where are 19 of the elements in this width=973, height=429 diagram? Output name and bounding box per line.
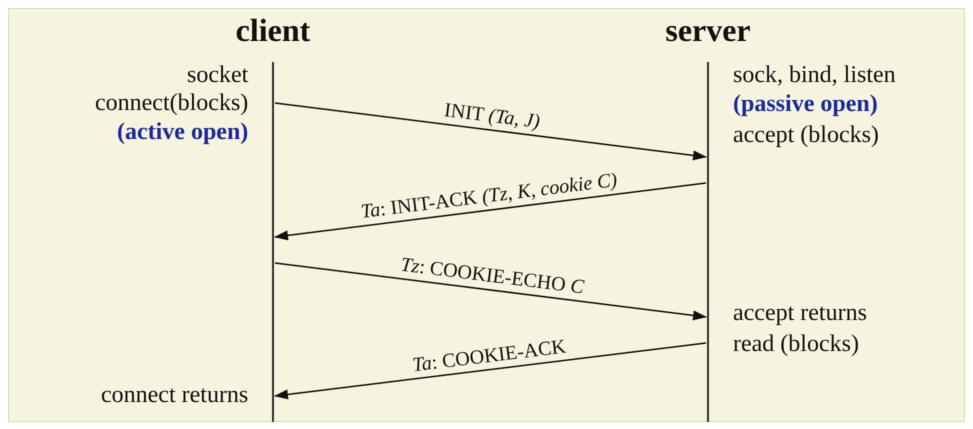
call-note: connect returns (101, 383, 248, 407)
state-note: (passive open) (733, 92, 878, 116)
state-note: (active open) (117, 120, 248, 144)
call-note: accept (blocks) (733, 123, 879, 147)
message-arrow (274, 342, 706, 400)
call-note: connect(blocks) (95, 91, 248, 115)
message-label: Ta: INIT-ACK (Tz, K, cookie C) (360, 170, 618, 222)
lifeline-heading: server (665, 12, 751, 49)
message-arrow (274, 182, 706, 240)
message-label: INIT (Ta, J) (443, 100, 542, 132)
call-note: accept returns (733, 301, 867, 325)
message-arrow (274, 262, 707, 320)
message-label: Tz: COOKIE-ECHO C (400, 254, 586, 298)
message-label: Ta: COOKIE-ACK (411, 336, 567, 375)
call-note: read (blocks) (733, 332, 859, 356)
lifeline-heading: client (236, 12, 310, 49)
message-arrow (274, 102, 707, 160)
call-note: socket (187, 63, 248, 87)
call-note: sock, bind, listen (733, 63, 896, 87)
